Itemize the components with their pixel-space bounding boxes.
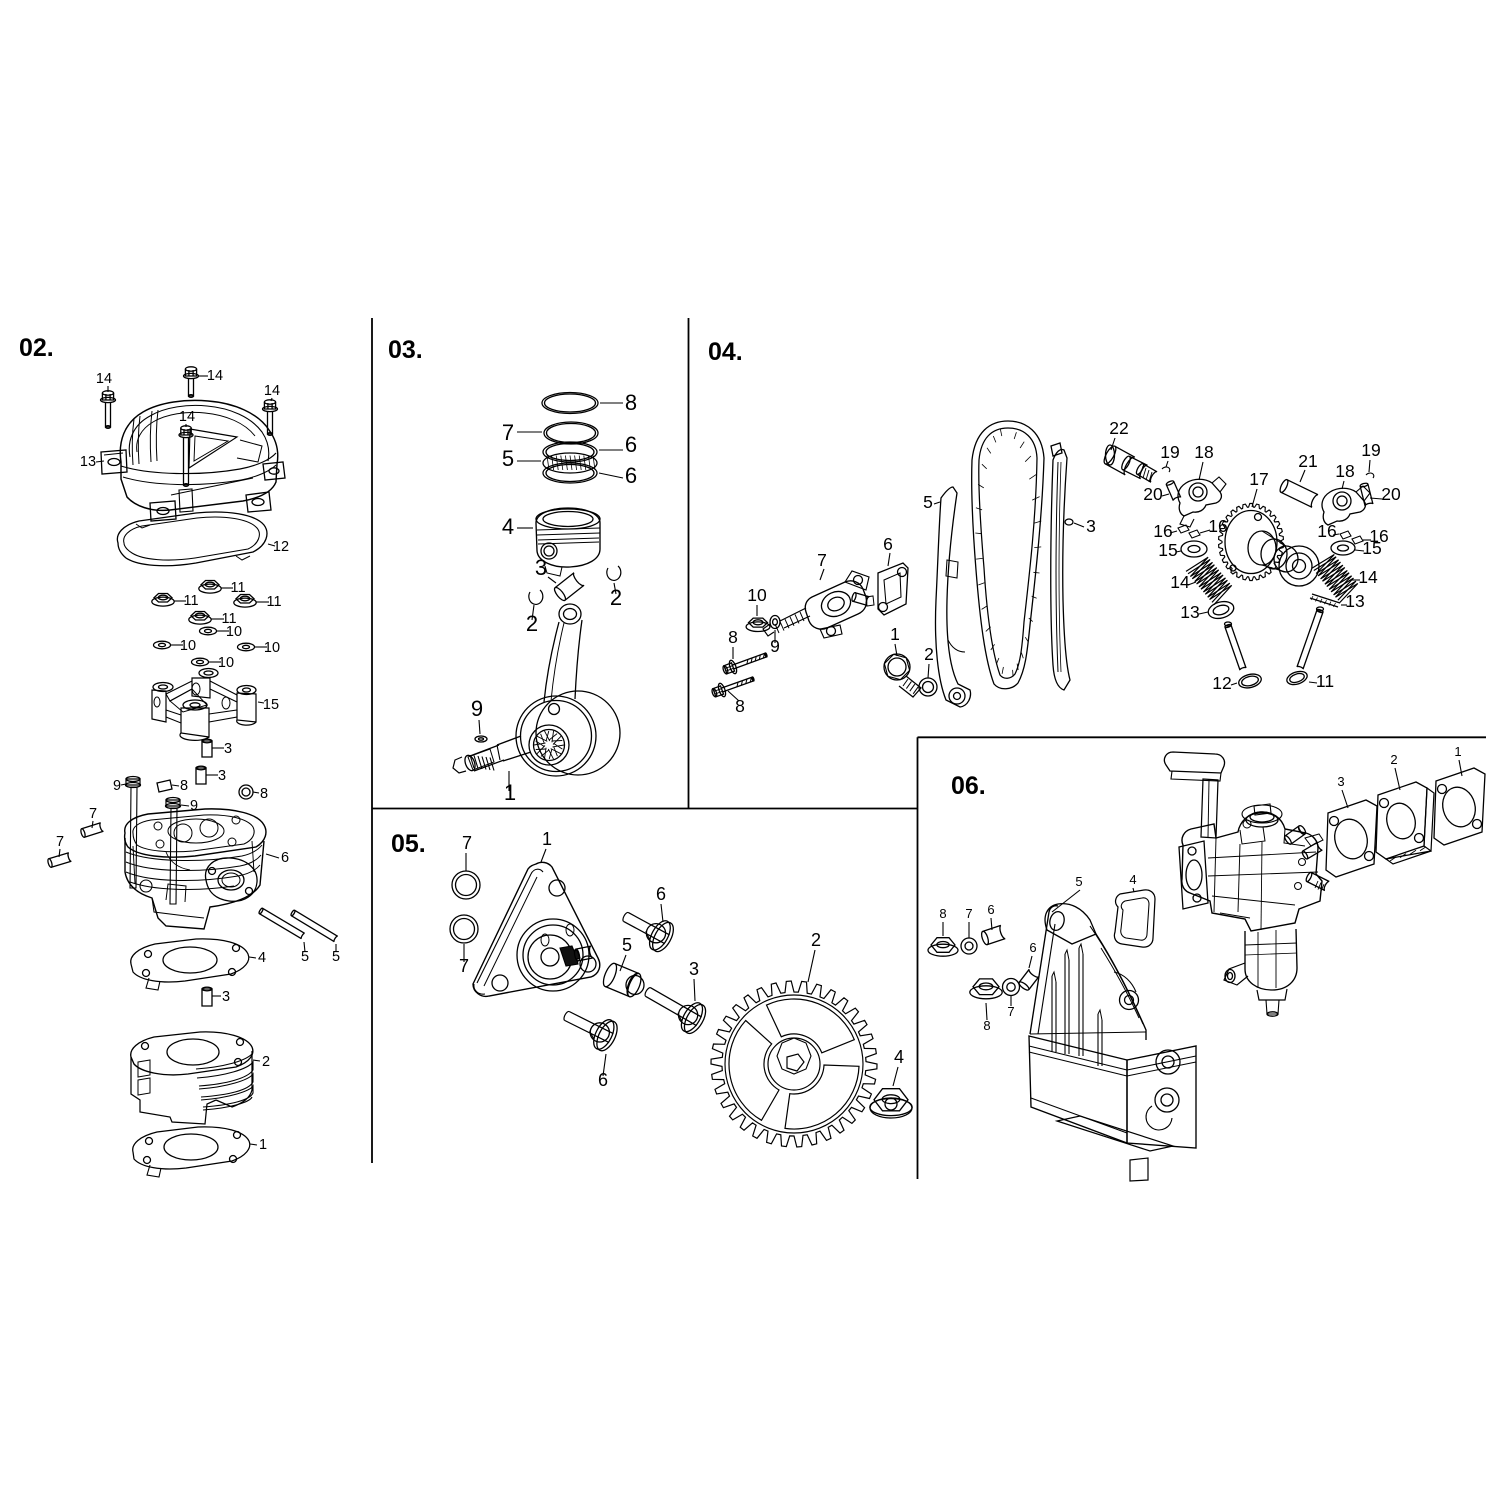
svg-text:6: 6 (987, 902, 994, 917)
svg-text:16: 16 (1317, 521, 1336, 541)
svg-text:6: 6 (625, 432, 637, 457)
svg-text:2: 2 (1390, 752, 1397, 767)
svg-text:6: 6 (1029, 940, 1036, 955)
svg-text:12: 12 (273, 539, 289, 555)
svg-text:19: 19 (1160, 442, 1179, 462)
svg-text:3: 3 (1086, 516, 1096, 536)
svg-text:7: 7 (459, 956, 469, 976)
svg-text:05.: 05. (391, 830, 426, 858)
svg-text:16: 16 (1369, 526, 1388, 546)
svg-text:7: 7 (817, 550, 827, 570)
svg-text:14: 14 (96, 371, 112, 387)
svg-text:1: 1 (504, 780, 516, 805)
svg-text:10: 10 (218, 655, 234, 671)
svg-text:13: 13 (1180, 602, 1199, 622)
svg-text:2: 2 (811, 930, 821, 950)
svg-text:3: 3 (224, 741, 232, 757)
svg-text:5: 5 (1075, 874, 1082, 889)
svg-text:8: 8 (260, 786, 268, 802)
svg-text:11: 11 (266, 594, 281, 610)
svg-text:14: 14 (264, 383, 280, 399)
svg-text:21: 21 (1298, 451, 1317, 471)
svg-text:8: 8 (728, 627, 738, 647)
svg-text:6: 6 (883, 534, 893, 554)
svg-text:4: 4 (258, 950, 266, 966)
svg-text:5: 5 (332, 949, 340, 965)
svg-text:7: 7 (502, 420, 514, 445)
svg-text:11: 11 (183, 593, 198, 609)
svg-text:15: 15 (1158, 540, 1177, 560)
svg-text:03.: 03. (388, 336, 423, 364)
svg-text:06.: 06. (951, 772, 986, 800)
svg-text:9: 9 (471, 696, 483, 721)
svg-text:2: 2 (262, 1054, 270, 1070)
svg-text:12: 12 (1212, 673, 1231, 693)
svg-text:5: 5 (923, 492, 933, 512)
svg-text:04.: 04. (708, 338, 743, 366)
svg-text:3: 3 (218, 768, 226, 784)
svg-text:11: 11 (230, 580, 245, 596)
svg-text:11: 11 (1316, 671, 1334, 691)
svg-text:9: 9 (113, 778, 121, 794)
svg-text:10: 10 (747, 585, 767, 605)
svg-text:5: 5 (502, 446, 514, 471)
svg-text:1: 1 (890, 624, 900, 644)
svg-text:6: 6 (656, 884, 666, 904)
svg-text:5: 5 (622, 935, 632, 955)
svg-text:11: 11 (221, 611, 236, 627)
svg-text:10: 10 (180, 638, 196, 654)
svg-text:8: 8 (625, 390, 637, 415)
svg-text:1: 1 (259, 1137, 267, 1153)
svg-text:9: 9 (190, 798, 198, 814)
svg-text:13: 13 (80, 454, 96, 470)
svg-text:3: 3 (535, 555, 547, 580)
svg-text:18: 18 (1194, 442, 1213, 462)
svg-text:3: 3 (1337, 774, 1344, 789)
svg-text:7: 7 (1007, 1004, 1014, 1019)
svg-text:8: 8 (939, 906, 946, 921)
svg-text:19: 19 (1361, 440, 1380, 460)
svg-text:15: 15 (1362, 538, 1381, 558)
svg-text:3: 3 (689, 959, 699, 979)
svg-text:7: 7 (56, 834, 64, 850)
svg-text:9: 9 (770, 636, 780, 656)
svg-text:5: 5 (301, 949, 309, 965)
svg-text:13: 13 (1345, 591, 1364, 611)
svg-text:6: 6 (598, 1070, 608, 1090)
svg-text:20: 20 (1143, 484, 1163, 504)
svg-text:1: 1 (542, 829, 552, 849)
svg-text:4: 4 (502, 514, 514, 539)
svg-text:14: 14 (179, 409, 195, 425)
svg-text:17: 17 (1249, 469, 1268, 489)
svg-text:2: 2 (924, 644, 934, 664)
svg-text:10: 10 (264, 640, 280, 656)
svg-text:14: 14 (1170, 572, 1190, 592)
svg-text:20: 20 (1381, 484, 1401, 504)
svg-text:7: 7 (89, 806, 97, 822)
svg-text:22: 22 (1109, 418, 1128, 438)
svg-text:6: 6 (281, 850, 289, 866)
svg-text:16: 16 (1153, 521, 1172, 541)
svg-text:02.: 02. (19, 334, 54, 362)
svg-text:14: 14 (1358, 567, 1378, 587)
svg-text:8: 8 (983, 1018, 990, 1033)
svg-text:14: 14 (207, 368, 223, 384)
svg-text:1: 1 (1454, 744, 1461, 759)
svg-text:2: 2 (610, 585, 622, 610)
svg-text:10: 10 (226, 624, 242, 640)
svg-text:4: 4 (894, 1047, 904, 1067)
svg-text:4: 4 (1129, 872, 1136, 887)
svg-text:15: 15 (263, 697, 279, 713)
svg-text:8: 8 (735, 696, 745, 716)
svg-text:2: 2 (526, 611, 538, 636)
svg-text:3: 3 (222, 989, 230, 1005)
svg-text:8: 8 (180, 778, 188, 794)
svg-text:18: 18 (1335, 461, 1354, 481)
svg-text:7: 7 (462, 833, 472, 853)
svg-text:6: 6 (625, 463, 637, 488)
svg-text:7: 7 (965, 906, 972, 921)
svg-text:16: 16 (1208, 516, 1227, 536)
